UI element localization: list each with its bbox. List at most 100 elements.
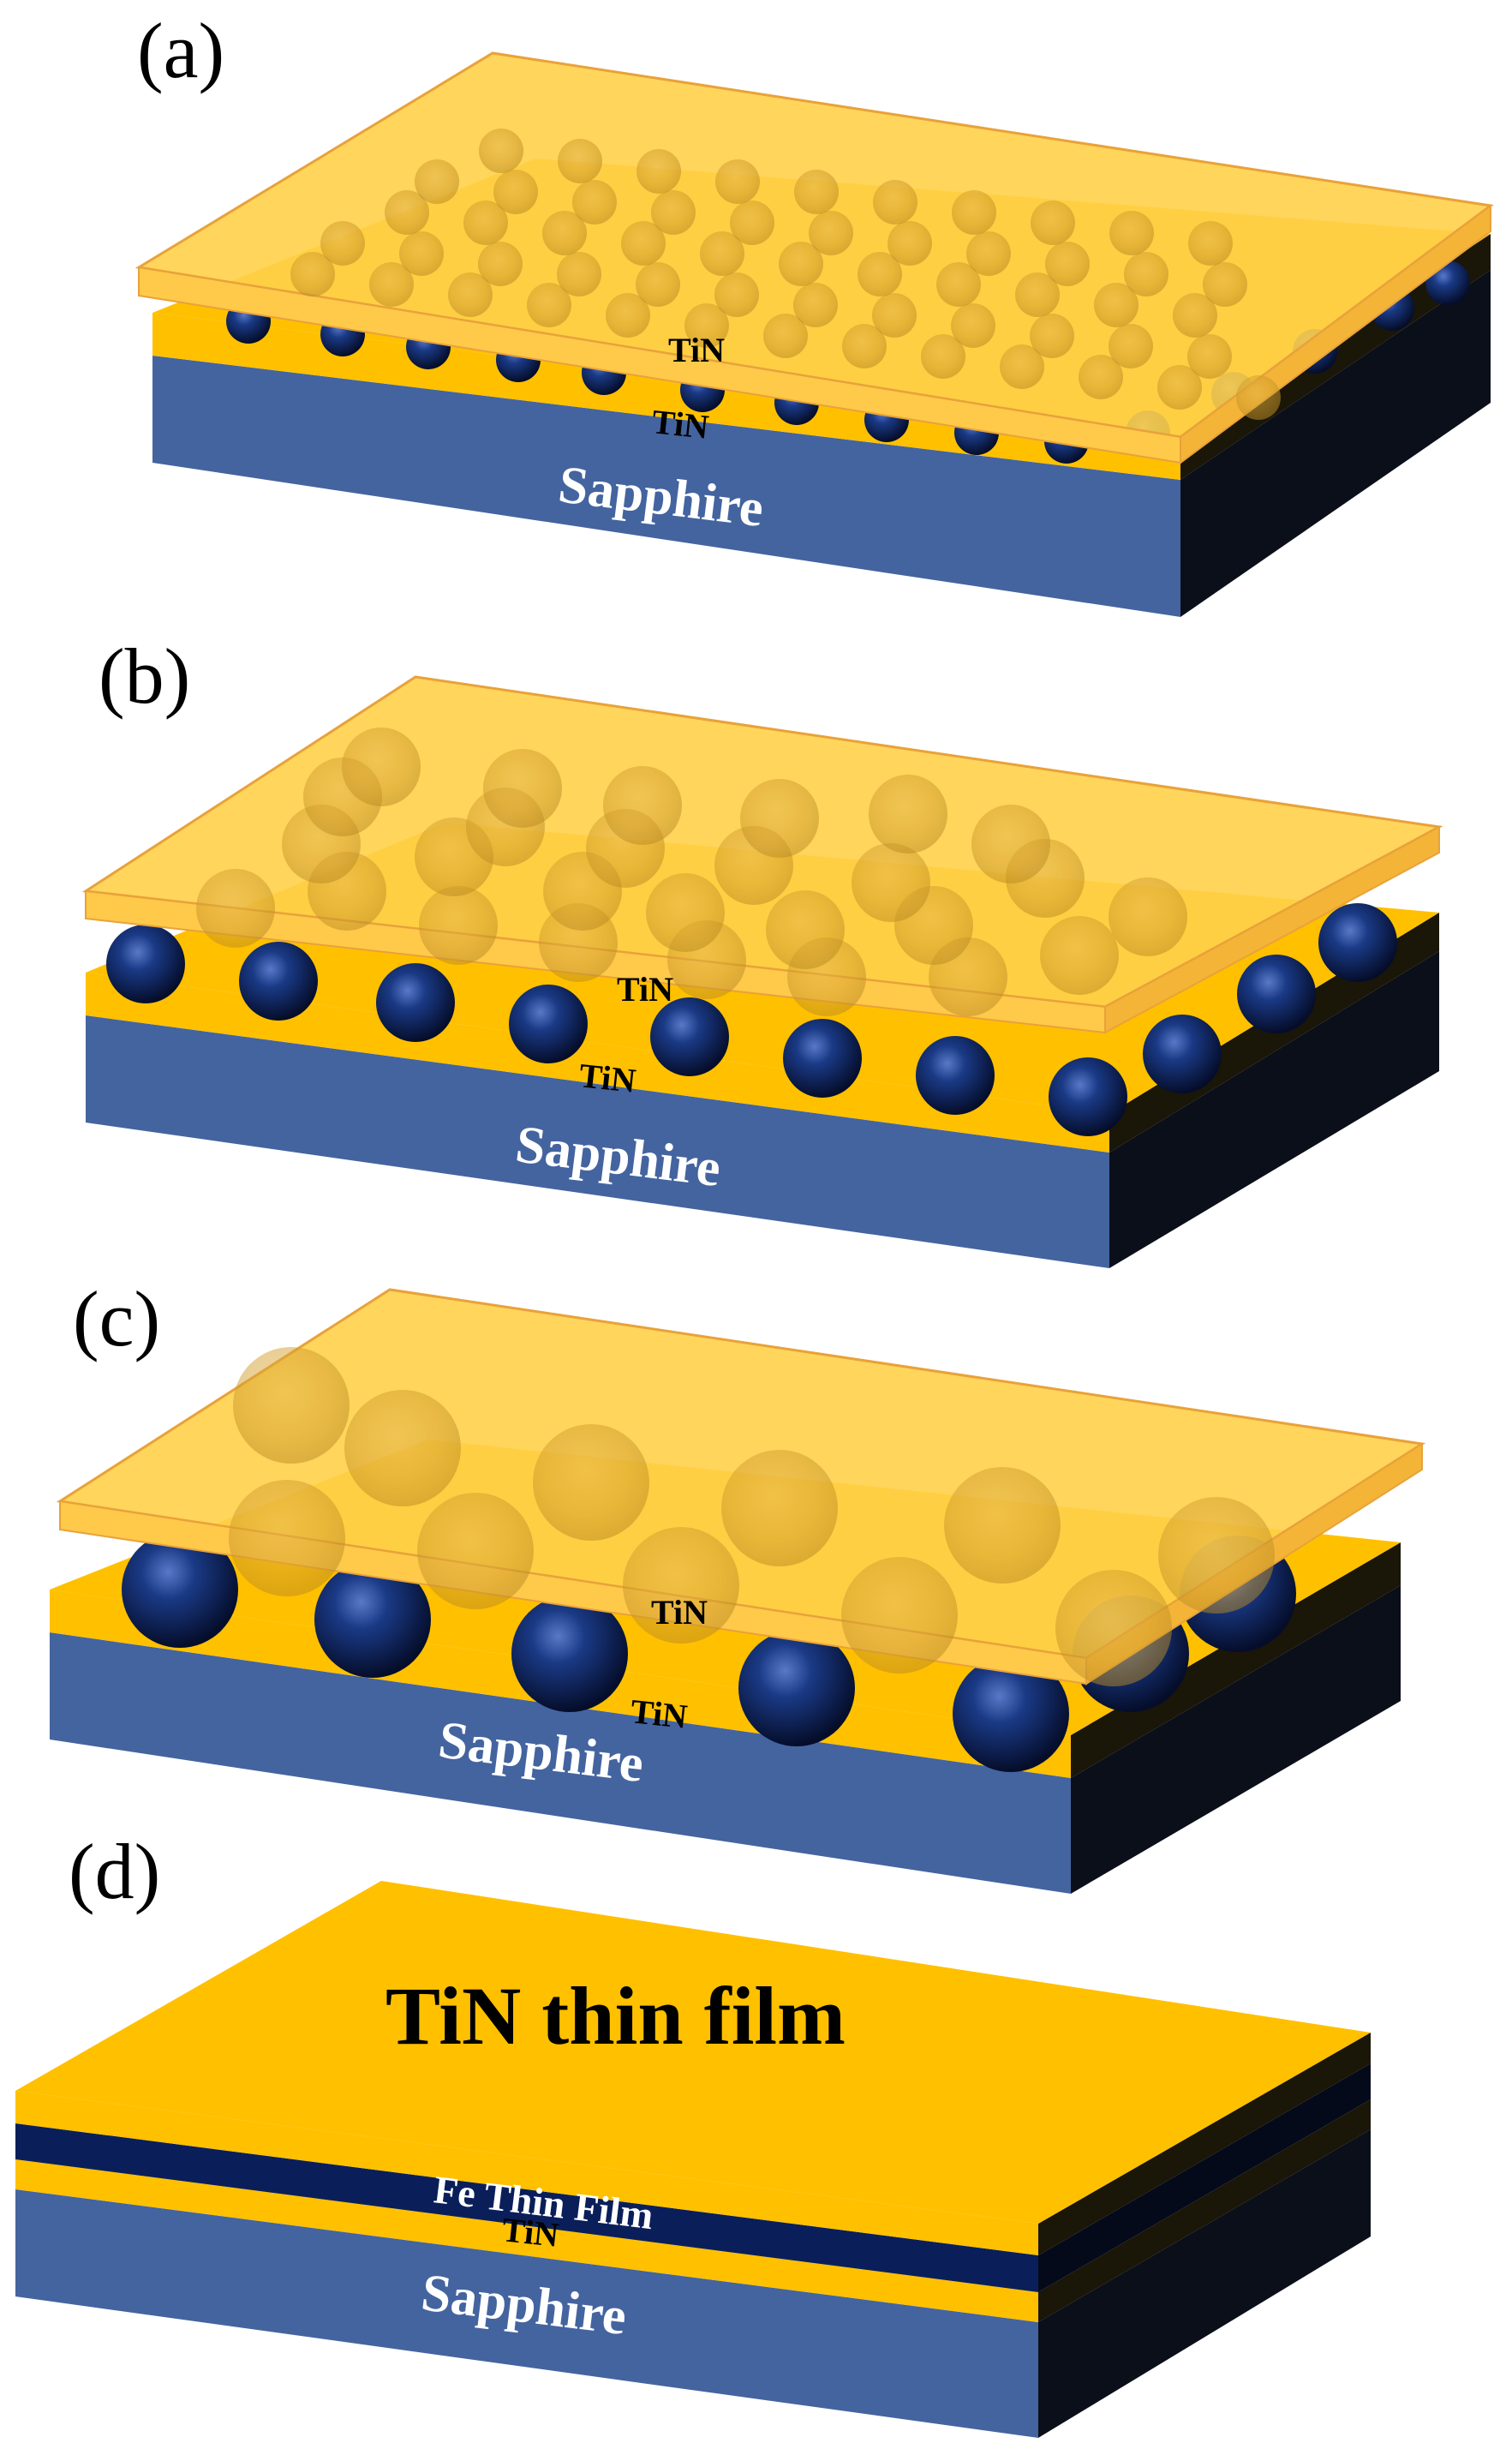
ghost-particle	[527, 283, 571, 327]
ghost-particle	[700, 231, 744, 276]
ghost-particle	[858, 252, 902, 296]
ghost-particle	[721, 1450, 838, 1566]
ghost-particle	[1173, 293, 1217, 338]
ghost-particle	[1055, 1570, 1172, 1686]
fe-particle	[953, 1656, 1069, 1772]
ghost-particle	[793, 283, 838, 327]
ghost-particle	[448, 272, 493, 317]
ghost-particle	[966, 231, 1011, 276]
ghost-particle	[715, 159, 760, 204]
ghost-particle	[542, 211, 587, 255]
panel-a-top-tin-label: TiN	[668, 331, 725, 369]
ghost-particle	[646, 873, 725, 952]
panel-b-ghost-particles	[196, 728, 1187, 1016]
fe-particle	[1237, 955, 1316, 1033]
panel-c-ghost-particles	[229, 1347, 1275, 1686]
ghost-particle	[478, 242, 523, 286]
fe-particle	[239, 942, 318, 1021]
ghost-particle	[869, 775, 947, 853]
ghost-particle	[1031, 201, 1075, 245]
ghost-particle	[417, 1493, 534, 1609]
fe-particle	[106, 925, 185, 1003]
ghost-particle	[1094, 283, 1138, 327]
ghost-particle	[196, 869, 275, 948]
ghost-particle	[944, 1467, 1061, 1584]
ghost-particle	[621, 221, 666, 266]
fe-particle	[376, 963, 455, 1042]
fe-particle	[738, 1630, 855, 1746]
fe-particle	[1049, 1057, 1127, 1136]
fe-particle	[1143, 1015, 1222, 1093]
panel-a: (a) TiN TiN Sapphire	[134, 7, 1494, 617]
ghost-particle	[1109, 877, 1187, 956]
ghost-particle	[572, 180, 617, 225]
fe-particle	[511, 1596, 628, 1712]
panel-a-bottom-tin-label: TiN	[650, 402, 710, 446]
ghost-particle	[415, 159, 459, 204]
panel-b: (b) TiN TiN Sapphire	[81, 632, 1443, 1268]
ghost-particle	[1040, 916, 1119, 995]
ghost-particle	[1030, 314, 1074, 358]
ghost-particle	[730, 201, 774, 245]
ghost-particle	[636, 149, 681, 194]
ghost-particle	[606, 293, 650, 338]
panel-b-label: (b)	[99, 632, 190, 720]
ghost-particle	[233, 1347, 350, 1464]
ghost-particle	[1079, 355, 1123, 399]
ghost-particle	[971, 805, 1050, 883]
ghost-particle	[921, 334, 965, 379]
ghost-particle	[290, 252, 335, 296]
ghost-particle	[229, 1480, 345, 1596]
panel-a-ghost-particles	[290, 129, 1281, 420]
panel-d-tin-label: TiN	[500, 2210, 560, 2254]
ghost-particle	[684, 303, 729, 348]
ghost-particle	[1236, 375, 1281, 420]
ghost-particle	[1015, 272, 1060, 317]
ghost-particle	[887, 221, 932, 266]
panel-c-bottom-tin-label: TiN	[629, 1692, 689, 1736]
fe-particle	[916, 1036, 995, 1115]
ghost-particle	[936, 262, 981, 307]
ghost-particle	[1187, 334, 1232, 379]
ghost-particle	[1109, 211, 1154, 255]
ghost-particle	[779, 242, 823, 286]
ghost-particle	[872, 293, 917, 338]
ghost-particle	[809, 211, 853, 255]
ghost-particle	[1157, 365, 1202, 410]
ghost-particle	[842, 324, 887, 368]
ghost-particle	[320, 221, 365, 266]
ghost-particle	[385, 190, 429, 235]
ghost-particle	[419, 886, 498, 965]
panel-b-top-tin-label: TiN	[617, 970, 673, 1009]
ghost-particle	[558, 139, 602, 183]
panel-b-bottom-tin-label: TiN	[577, 1056, 637, 1100]
fe-particle	[314, 1561, 431, 1678]
ghost-particle	[479, 129, 523, 173]
ghost-particle	[952, 190, 996, 235]
fe-particle	[650, 997, 729, 1076]
panel-d: (d) TiN thin film Fe Thin Film TiN Sapph…	[15, 1828, 1371, 2438]
ghost-particle	[463, 201, 508, 245]
ghost-particle	[1124, 252, 1168, 296]
ghost-particle	[533, 1424, 649, 1541]
ghost-particle	[794, 170, 839, 214]
ghost-particle	[603, 766, 682, 845]
ghost-particle	[852, 843, 930, 922]
panel-d-stack	[15, 1881, 1371, 2438]
ghost-particle	[1045, 242, 1090, 286]
panel-b-fe-particles	[106, 903, 1397, 1136]
ghost-particle	[714, 272, 759, 317]
ghost-particle	[623, 1527, 739, 1644]
panel-d-top-film-label: TiN thin film	[385, 1970, 846, 2062]
ghost-particle	[766, 890, 845, 969]
fe-particle	[1318, 903, 1397, 982]
ghost-particle	[344, 1390, 461, 1506]
ghost-particle	[1000, 344, 1044, 389]
ghost-particle	[951, 303, 995, 348]
ghost-particle	[651, 190, 696, 235]
ghost-particle	[369, 262, 414, 307]
panel-d-label: (d)	[69, 1828, 160, 1915]
panel-c-label: (c)	[73, 1275, 160, 1362]
fe-particle	[122, 1531, 238, 1648]
